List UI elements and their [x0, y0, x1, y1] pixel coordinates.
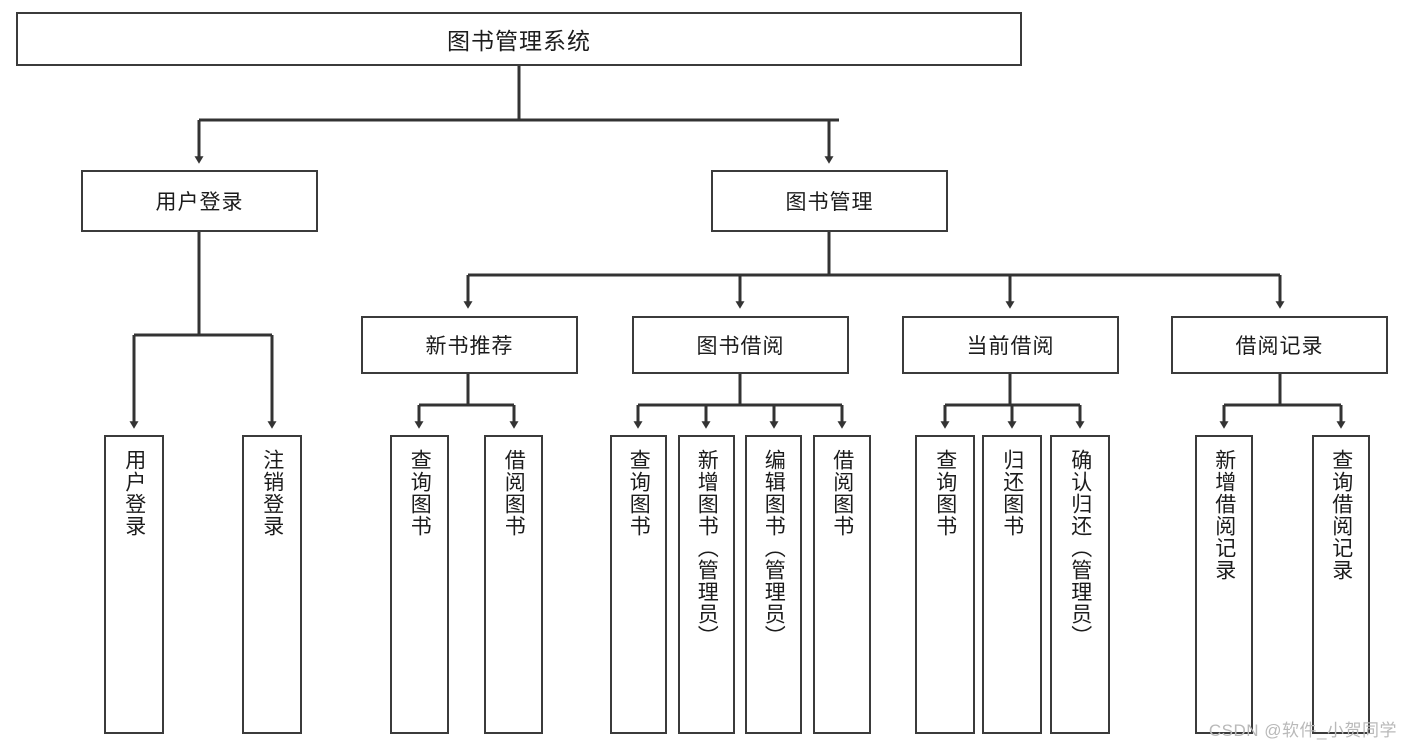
leaf-new-book-query-book[interactable]: 查询图书: [390, 435, 449, 734]
node-label: 新增图书（管理员）: [695, 449, 719, 647]
leaf-user-login-logout[interactable]: 注销登录: [242, 435, 302, 734]
node-label: 编辑图书（管理员）: [762, 449, 786, 647]
node-current-borrow[interactable]: 当前借阅: [902, 316, 1119, 374]
node-label: 新增借阅记录: [1212, 449, 1236, 581]
node-label: 图书管理系统: [447, 28, 591, 54]
node-label: 查询图书: [408, 449, 432, 537]
node-borrow-record[interactable]: 借阅记录: [1171, 316, 1388, 374]
leaf-current-borrow-query-book[interactable]: 查询图书: [915, 435, 975, 734]
leaf-book-borrow-edit-book-admin[interactable]: 编辑图书（管理员）: [745, 435, 802, 734]
node-label: 查询图书: [627, 449, 651, 537]
node-book-management[interactable]: 图书管理: [711, 170, 948, 232]
node-label: 确认归还（管理员）: [1068, 449, 1092, 647]
leaf-book-borrow-borrow-book[interactable]: 借阅图书: [813, 435, 871, 734]
node-label: 归还图书: [1000, 449, 1024, 537]
leaf-new-book-borrow-book[interactable]: 借阅图书: [484, 435, 543, 734]
node-root-book-management-system[interactable]: 图书管理系统: [16, 12, 1022, 66]
node-label: 图书借阅: [696, 335, 785, 358]
leaf-current-borrow-confirm-return-admin[interactable]: 确认归还（管理员）: [1050, 435, 1110, 734]
csdn-watermark: CSDN @软件_小贺同学: [1208, 721, 1397, 740]
leaf-current-borrow-return-book[interactable]: 归还图书: [982, 435, 1042, 734]
node-label: 借阅记录: [1235, 335, 1324, 358]
leaf-user-login-login[interactable]: 用户登录: [104, 435, 164, 734]
node-new-book-recommend[interactable]: 新书推荐: [361, 316, 578, 374]
leaf-borrow-record-add-record[interactable]: 新增借阅记录: [1195, 435, 1253, 734]
node-label: 用户登录: [155, 191, 244, 214]
node-user-login[interactable]: 用户登录: [81, 170, 318, 232]
node-label: 借阅图书: [502, 449, 526, 537]
leaf-borrow-record-query-record[interactable]: 查询借阅记录: [1312, 435, 1370, 734]
node-label: 查询图书: [933, 449, 957, 537]
node-label: 图书管理: [785, 191, 874, 214]
leaf-book-borrow-query-book[interactable]: 查询图书: [610, 435, 667, 734]
node-book-borrow[interactable]: 图书借阅: [632, 316, 849, 374]
node-label: 用户登录: [122, 449, 146, 537]
node-label: 新书推荐: [425, 335, 514, 358]
leaf-book-borrow-add-book-admin[interactable]: 新增图书（管理员）: [678, 435, 735, 734]
node-label: 当前借阅: [966, 335, 1055, 358]
node-label: 借阅图书: [830, 449, 854, 537]
node-label: 注销登录: [260, 449, 284, 537]
node-label: 查询借阅记录: [1329, 449, 1353, 581]
